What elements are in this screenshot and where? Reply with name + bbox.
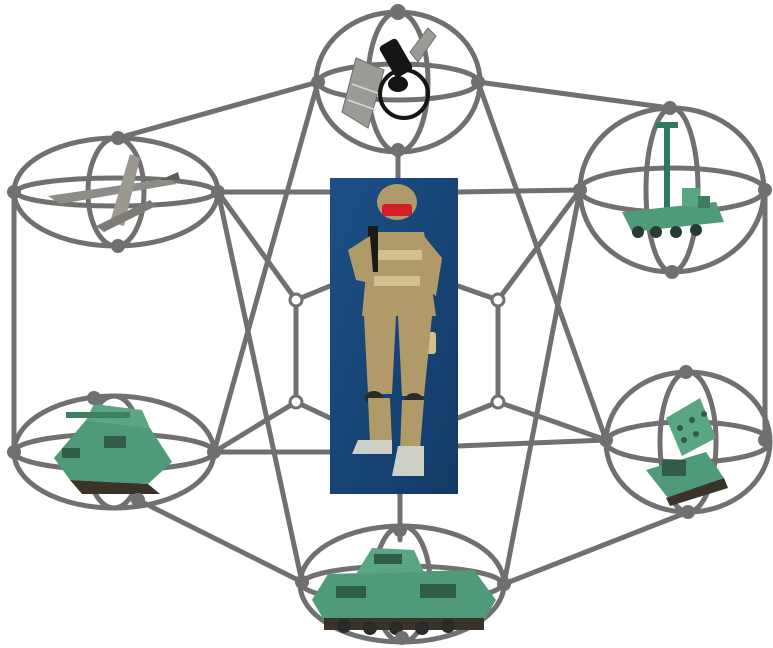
link-carrier-launcher xyxy=(501,509,691,587)
junction-dot xyxy=(679,365,693,379)
junction-dot xyxy=(390,4,406,20)
satellite-icon xyxy=(341,27,437,129)
junction-dots xyxy=(7,4,772,645)
junction-dot xyxy=(665,265,679,279)
junction-dot xyxy=(7,185,21,199)
sensor-vehicle-icon xyxy=(622,122,724,238)
junction-dot xyxy=(207,445,221,459)
soldier-panel xyxy=(330,178,458,494)
junction-dot xyxy=(573,183,587,197)
junction-dot xyxy=(111,131,125,145)
junction-dot xyxy=(111,239,125,253)
uav-icon xyxy=(48,154,180,232)
link-uav-satellite xyxy=(115,79,321,141)
junction-dot xyxy=(599,433,613,447)
hex-junction-dot xyxy=(490,292,506,308)
link-uav-carrier xyxy=(215,189,305,585)
hex-junction-dot xyxy=(288,394,304,410)
junction-dot xyxy=(663,101,677,115)
junction-dot xyxy=(87,391,101,405)
hex-junction-dots xyxy=(288,292,506,410)
junction-dot xyxy=(758,183,772,197)
link-tracked-carrier xyxy=(135,497,305,585)
infantry-carrier-icon xyxy=(312,548,496,635)
junction-dot xyxy=(391,143,405,157)
junction-dot xyxy=(471,75,485,89)
network-links xyxy=(11,79,768,587)
link-satellite-tracked xyxy=(211,79,321,455)
junction-dot xyxy=(311,75,325,89)
junction-dot xyxy=(295,575,309,589)
hex-junction-dot xyxy=(288,292,304,308)
junction-dot xyxy=(7,445,21,459)
link-sensor-carrier xyxy=(501,187,583,587)
junction-dot xyxy=(758,433,772,447)
junction-dot xyxy=(395,631,409,645)
tracked-vehicle-icon xyxy=(54,404,172,494)
spoke-tracked xyxy=(211,399,299,455)
junction-dot xyxy=(211,185,225,199)
hex-junction-dot xyxy=(490,394,506,410)
junction-dot xyxy=(497,577,511,591)
spoke-launcher xyxy=(495,399,609,443)
soldier-icon xyxy=(348,184,442,476)
spoke-sensor xyxy=(495,187,583,303)
globe-sensor-vehicle xyxy=(577,105,767,275)
missile-launcher-icon xyxy=(646,398,728,506)
spoke-uav xyxy=(215,189,299,303)
link-satellite-sensor xyxy=(475,79,673,111)
junction-dot xyxy=(393,523,407,537)
junction-dot xyxy=(131,493,145,507)
link-satellite-launcher xyxy=(475,79,609,443)
junction-dot xyxy=(681,505,695,519)
